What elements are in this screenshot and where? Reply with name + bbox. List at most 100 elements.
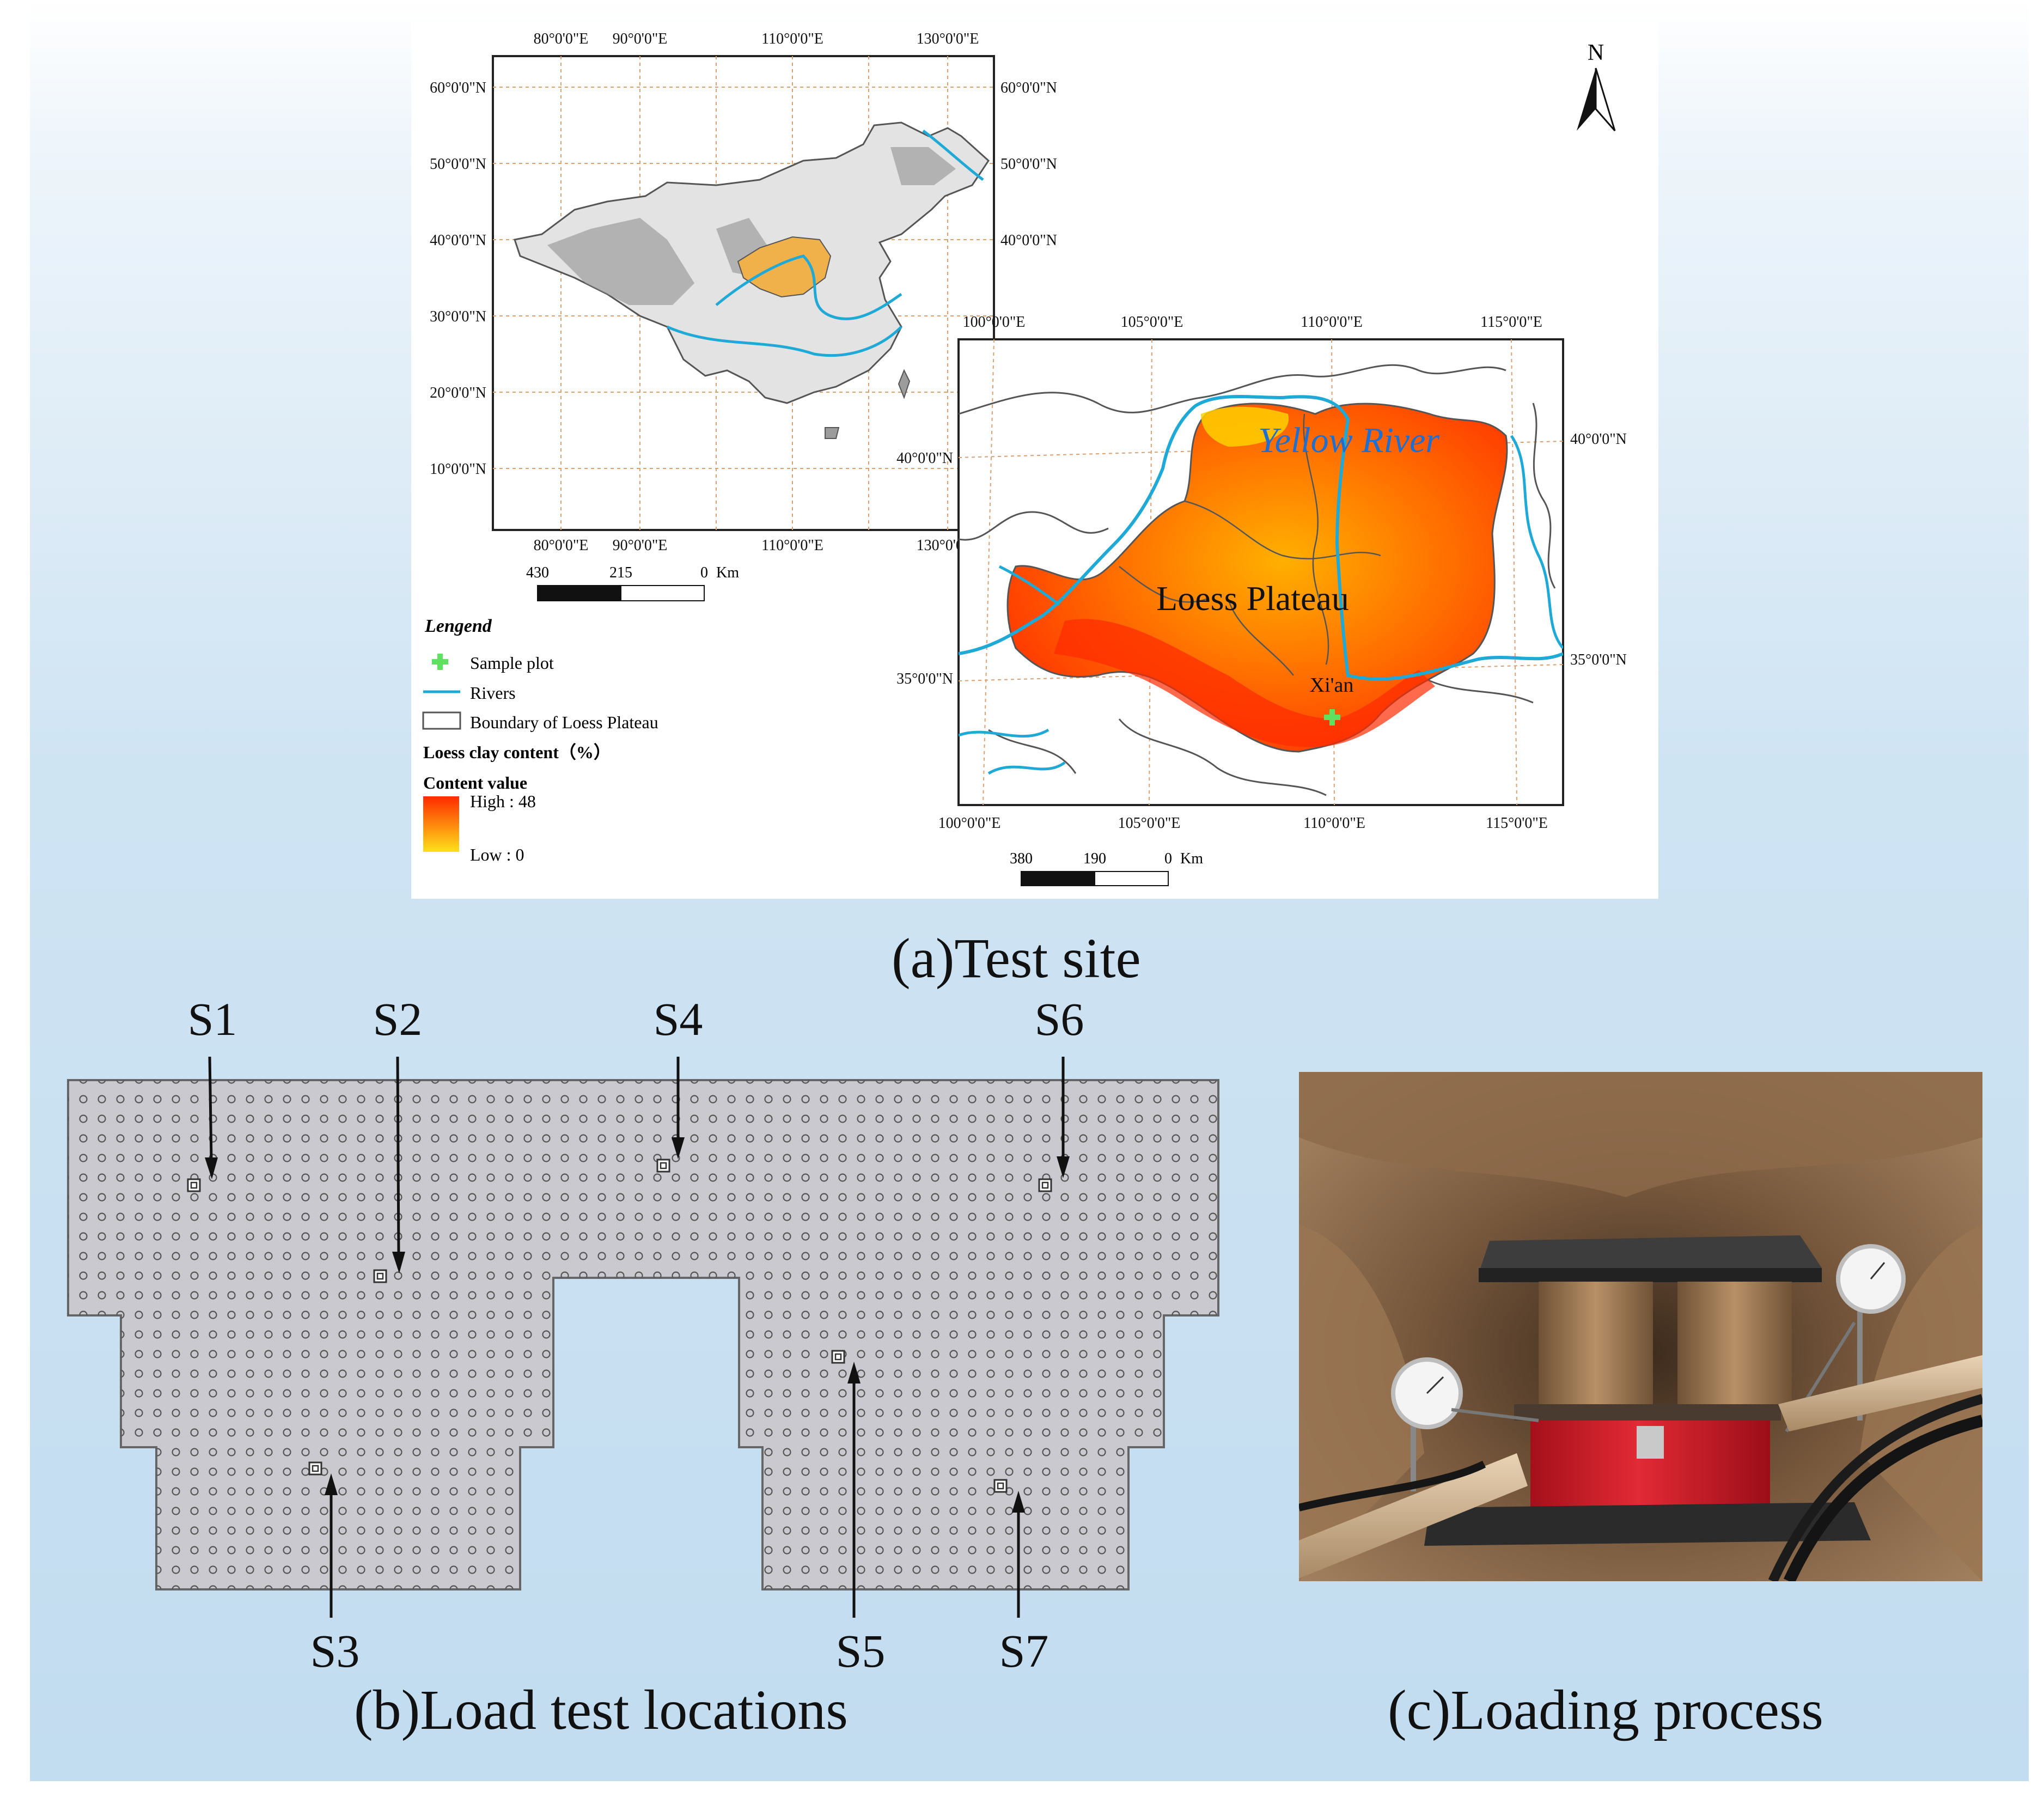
north-arrow-right (1595, 68, 1616, 131)
legend-title: Lengend (424, 616, 492, 636)
dial-gauge-left (1391, 1357, 1463, 1491)
detail-scale-bar: 380 190 0 Km (1010, 850, 1203, 886)
soil-cylinder-right (1677, 1282, 1792, 1407)
detail-right-lat-40: 40°0'0"N (1570, 431, 1627, 448)
inset-left-lat-20: 20°0'0"N (430, 385, 486, 401)
legend-boundary: Boundary of Loess Plateau (470, 712, 658, 732)
test-point-s1 (187, 1178, 201, 1192)
inset-right-latitudes: 60°0'0"N 50°0'0"N 40°0'0"N (1000, 80, 1057, 249)
sample-plot-marker (1324, 709, 1340, 726)
xian-label: Xi'an (1310, 674, 1354, 697)
test-point-s5 (831, 1350, 845, 1364)
caption-c: (c)Loading process (1388, 1679, 1823, 1741)
detail-bottom-lon-100: 100°0'0"E (938, 815, 1001, 832)
detail-scale-190: 190 (1083, 850, 1106, 867)
detail-bottom-lon-105: 105°0'0"E (1118, 815, 1181, 832)
legend-low: Low : 0 (470, 845, 524, 864)
legend-boundary-swatch (422, 711, 461, 730)
map-legend: Lengend Sample plot Rivers Boundary of L… (422, 616, 658, 864)
legend-sample-icon-h (432, 659, 448, 665)
inset-left-lat-40: 40°0'0"N (430, 232, 486, 249)
yellow-river-label: Yellow River (1258, 420, 1439, 460)
detail-bottom-longitudes: 100°0'0"E 105°0'0"E 110°0'0"E 115°0'0"E (938, 815, 1548, 832)
detail-left-lat-40: 40°0'0"N (896, 450, 953, 467)
test-point-s6 (1038, 1178, 1052, 1192)
detail-top-lon-100: 100°0'0"E (963, 314, 1026, 331)
inset-left-lat-10: 10°0'0"N (430, 461, 486, 478)
location-arrows (205, 1056, 1070, 1618)
north-arrow-left (1577, 68, 1596, 131)
inset-left-lat-60: 60°0'0"N (430, 80, 486, 96)
detail-left-lat-35: 35°0'0"N (896, 671, 953, 687)
label-s3: S3 (310, 1625, 360, 1677)
caption-a: (a)Test site (892, 927, 1141, 990)
china-terrain (547, 147, 956, 305)
inset-bottom-longitudes: 80°0'0"E 90°0'0"E 110°0'0"E 130°0'0"E (534, 537, 979, 554)
north-label: N (1588, 40, 1604, 65)
test-point-s3 (308, 1461, 322, 1476)
test-point-s4 (656, 1159, 670, 1173)
inset-top-lon-130: 130°0'0"E (917, 31, 979, 47)
pile-pattern (68, 1080, 1218, 1589)
inset-left-lat-30: 30°0'0"N (430, 308, 486, 325)
caption-b: (b)Load test locations (354, 1679, 848, 1741)
map-svg: 80°0'0"E 90°0'0"E 110°0'0"E 130°0'0"E 80… (422, 31, 1627, 886)
inset-right-lat-40: 40°0'0"N (1000, 232, 1057, 249)
legend-clay-title: Loess clay content（%） (423, 742, 611, 762)
inset-scale-430: 430 (526, 564, 549, 581)
inset-bottom-lon-80: 80°0'0"E (534, 537, 589, 554)
label-s1: S1 (188, 993, 237, 1045)
inset-right-lat-50: 50°0'0"N (1000, 156, 1057, 173)
legend-content-value: Content value (423, 773, 527, 793)
load-test-locations: S1 S2 S4 S6 S3 S5 S7 (67, 993, 1219, 1677)
plateau-high-clay-overlay (1054, 619, 1435, 747)
detail-bottom-lon-110: 110°0'0"E (1303, 815, 1365, 832)
inset-scale-bar: 430 215 0 Km (526, 564, 739, 601)
detail-bottom-lon-115: 115°0'0"E (1486, 815, 1548, 832)
test-point-s7 (993, 1479, 1008, 1493)
loess-plateau-detail-map: Yellow River Loess Plateau Xi'an 100°0'0… (896, 314, 1627, 886)
inset-top-lon-80: 80°0'0"E (534, 31, 589, 47)
china-inset-map: 80°0'0"E 90°0'0"E 110°0'0"E 130°0'0"E 80… (430, 31, 1057, 601)
inset-rivers (666, 130, 984, 357)
north-arrow: N (1577, 40, 1616, 131)
yellow-river (959, 395, 1563, 681)
label-s6: S6 (1035, 993, 1084, 1045)
loading-process-photo (1299, 1072, 1982, 1581)
hetao-yellow-patch (1201, 406, 1289, 447)
legend-high: High : 48 (470, 791, 536, 811)
label-s7: S7 (999, 1625, 1049, 1677)
test-point-s2 (373, 1269, 387, 1283)
inset-top-lon-110: 110°0'0"E (761, 31, 823, 47)
loess-plateau-inset (737, 236, 832, 298)
detail-top-lon-115: 115°0'0"E (1480, 314, 1542, 331)
legend-color-ramp (423, 796, 459, 852)
inset-bottom-lon-90: 90°0'0"E (613, 537, 668, 554)
detail-scale-380: 380 (1010, 850, 1033, 867)
inset-bottom-lon-110: 110°0'0"E (761, 537, 823, 554)
detail-scale-unit: Km (1180, 850, 1203, 867)
location-labels: S1 S2 S4 S6 S3 S5 S7 (188, 993, 1084, 1677)
detail-top-lon-105: 105°0'0"E (1121, 314, 1183, 331)
loess-plateau-label: Loess Plateau (1156, 579, 1349, 618)
inset-left-latitudes: 60°0'0"N 50°0'0"N 40°0'0"N 30°0'0"N 20°0… (430, 80, 486, 478)
dial-gauge-right (1836, 1244, 1906, 1421)
label-s4: S4 (654, 993, 703, 1045)
detail-top-lon-110: 110°0'0"E (1301, 314, 1363, 331)
arrow-s2 (396, 1056, 400, 1256)
detail-right-latitudes: 40°0'0"N 35°0'0"N (1570, 431, 1627, 668)
label-s2: S2 (373, 993, 423, 1045)
inset-top-lon-90: 90°0'0"E (613, 31, 668, 47)
legend-sample-plot: Sample plot (470, 653, 554, 673)
detail-other-rivers (959, 435, 1563, 775)
arrow-s1 (208, 1056, 213, 1161)
detail-top-longitudes: 100°0'0"E 105°0'0"E 110°0'0"E 115°0'0"E (963, 314, 1542, 331)
inset-scale-unit: Km (716, 564, 739, 581)
legend-rivers: Rivers (470, 683, 516, 703)
label-s5: S5 (836, 1625, 886, 1677)
soil-cylinder-left (1539, 1282, 1653, 1407)
inset-right-lat-60: 60°0'0"N (1000, 80, 1057, 96)
test-site-map-panel: 80°0'0"E 90°0'0"E 110°0'0"E 130°0'0"E 80… (411, 22, 1658, 899)
inset-left-lat-50: 50°0'0"N (430, 156, 486, 173)
detail-left-latitudes: 40°0'0"N 35°0'0"N (896, 450, 953, 687)
